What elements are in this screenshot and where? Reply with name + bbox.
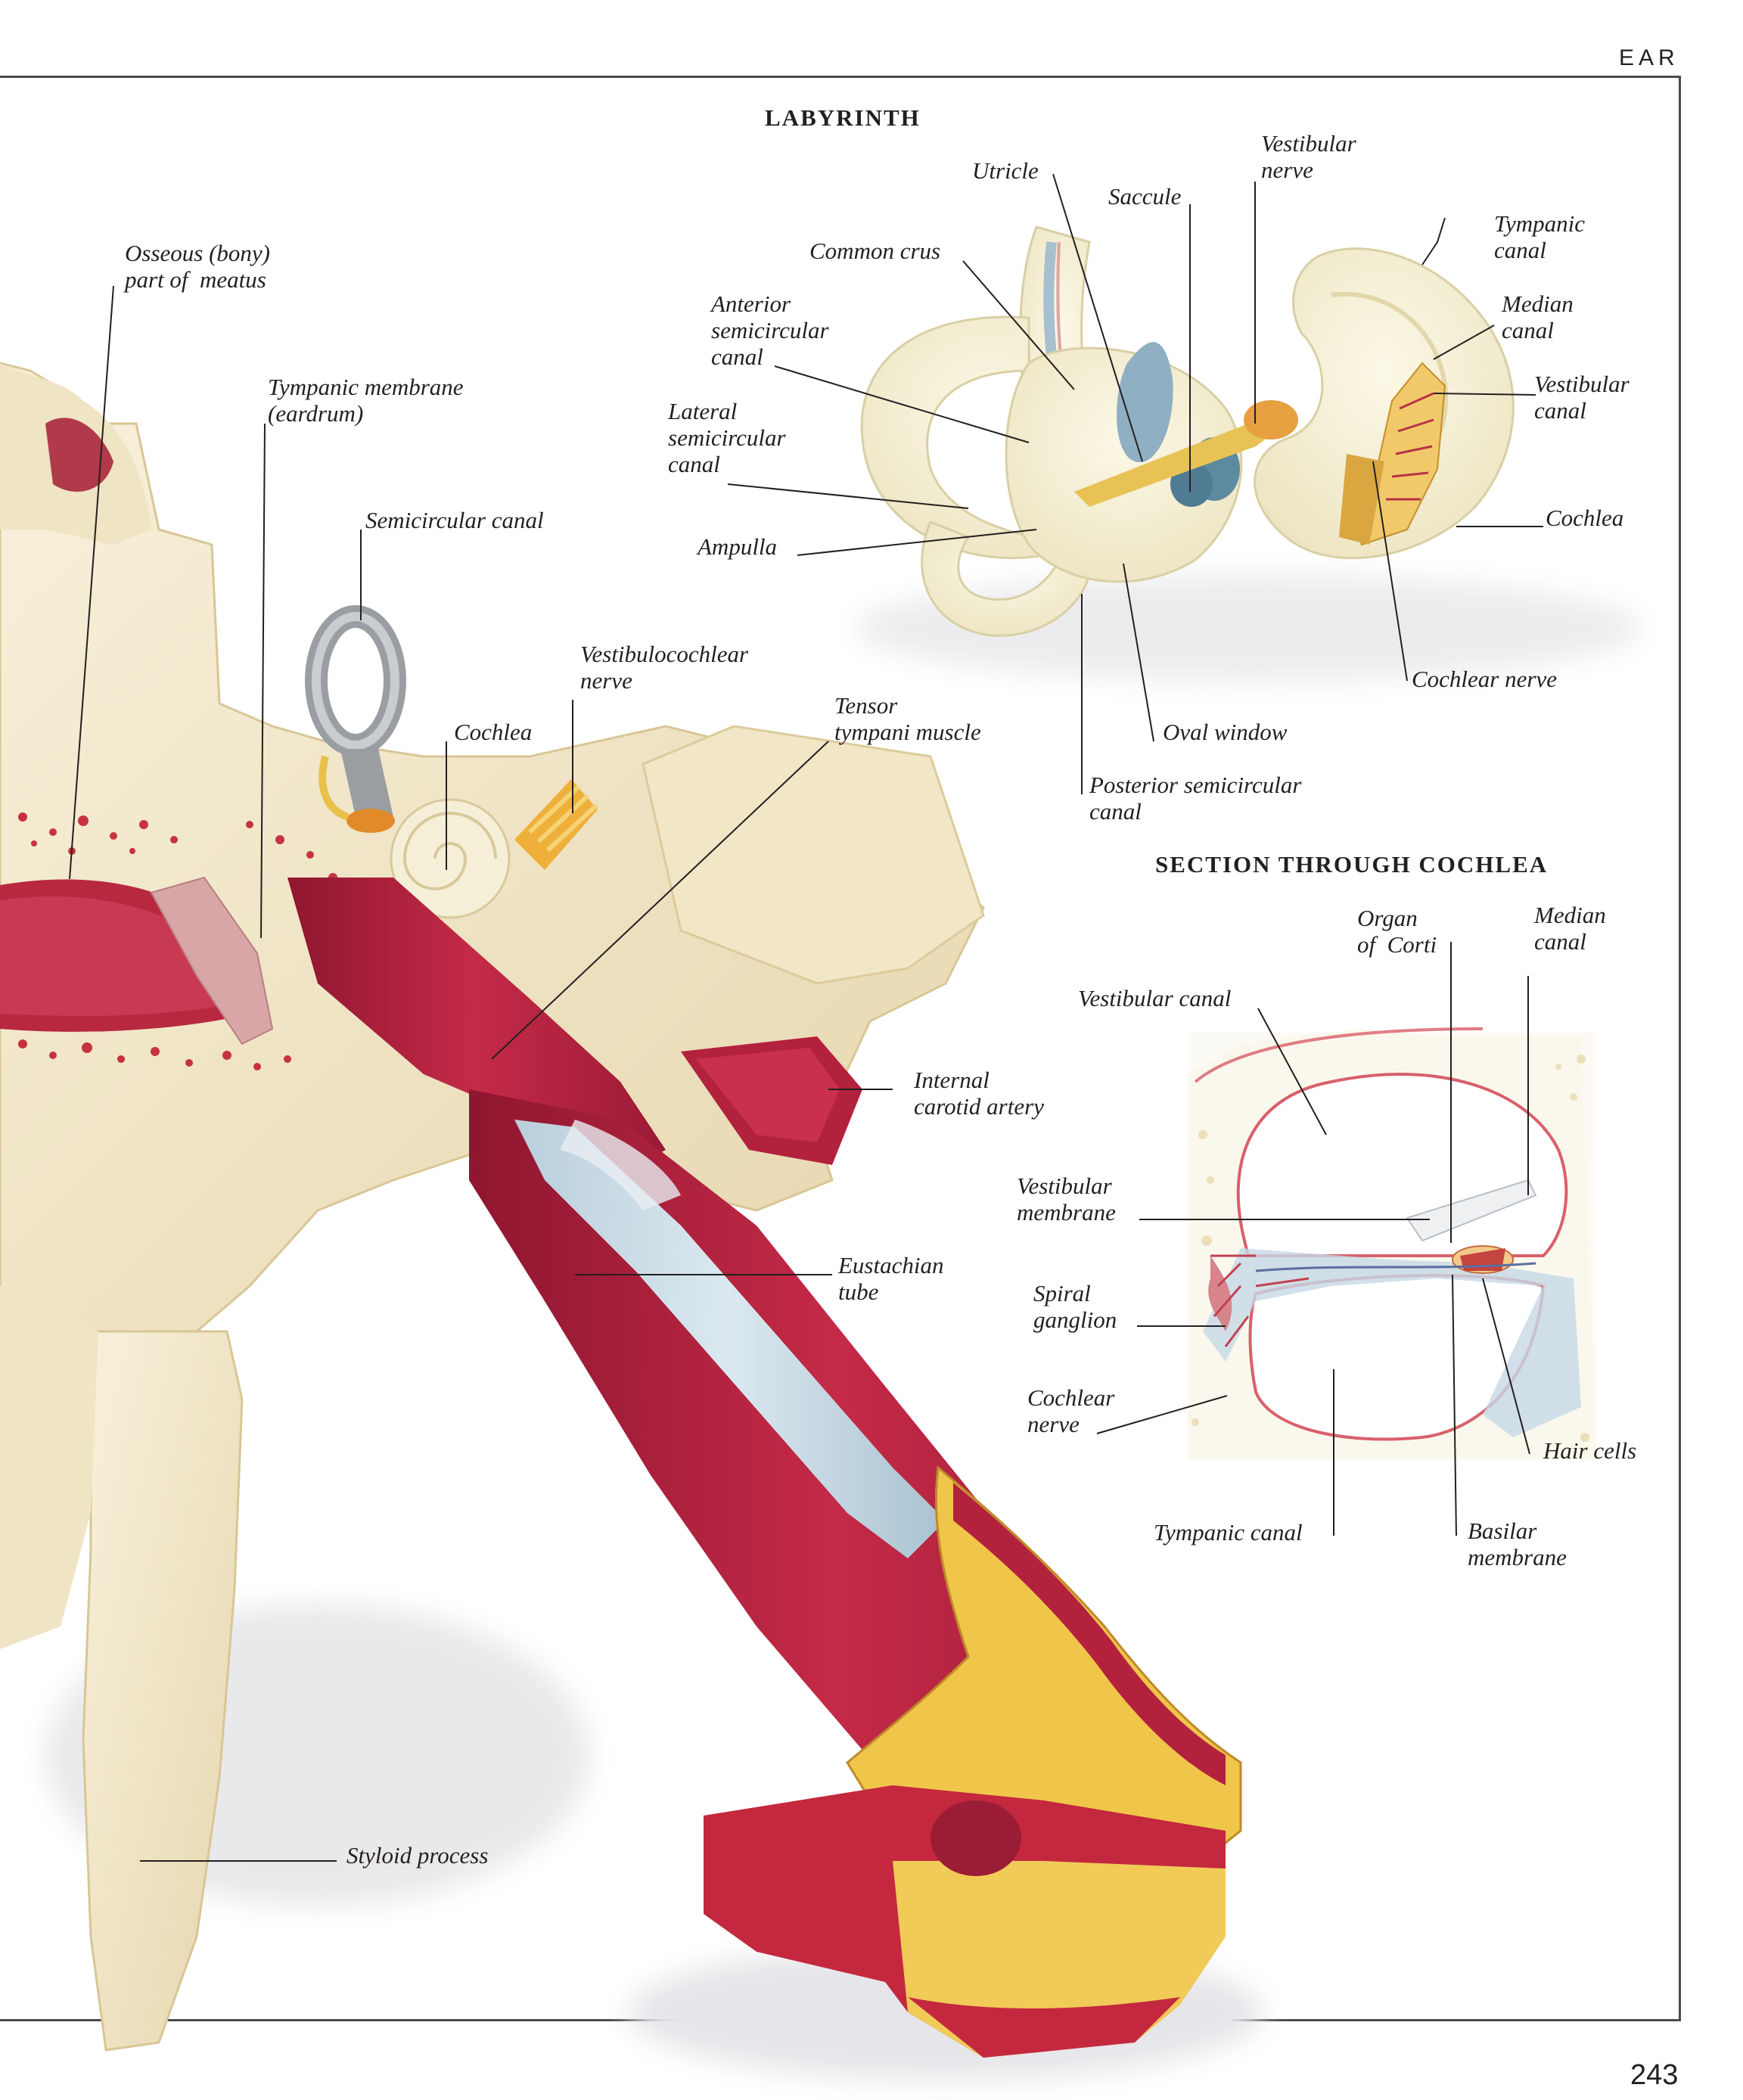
- label-styloid-process: Styloid process: [346, 1842, 489, 1869]
- label-vestibulocochlear-nerve: Vestibulocochlear nerve: [580, 641, 749, 694]
- label-hair-cells: Hair cells: [1543, 1437, 1637, 1464]
- label-lateral-semicircular: Lateral semicircular canal: [668, 398, 786, 477]
- label-cochlear-nerve-top: Cochlear nerve: [1412, 666, 1557, 692]
- label-median-canal-top: Median canal: [1502, 290, 1574, 343]
- main-model: [0, 362, 1263, 2080]
- label-cochlea: Cochlea: [454, 719, 533, 745]
- label-organ-of-corti: Organ of Corti: [1357, 905, 1437, 958]
- top-rule: [0, 76, 1681, 78]
- label-tympanic-canal-section: Tympanic canal: [1154, 1519, 1303, 1545]
- label-tympanic-membrane: Tympanic membrane (eardrum): [268, 374, 464, 427]
- label-vestibular-nerve: Vestibular nerve: [1261, 130, 1356, 183]
- label-median-canal-section: Median canal: [1534, 902, 1606, 955]
- label-posterior-semicircular: Posterior semicircular canal: [1089, 772, 1302, 825]
- label-tensor-tympani: Tensor tympani muscle: [834, 692, 981, 745]
- label-cochlear-nerve-section: Cochlear nerve: [1027, 1384, 1115, 1437]
- styloid: [82, 1330, 244, 2052]
- label-saccule: Saccule: [1108, 183, 1182, 210]
- label-vestibular-canal-section: Vestibular canal: [1078, 985, 1232, 1011]
- label-anterior-semicircular: Anterior semicircular canal: [711, 290, 829, 370]
- page-number: 243: [1630, 2059, 1679, 2091]
- label-osseous-meatus: Osseous (bony) part of meatus: [125, 240, 270, 293]
- label-spiral-ganglion: Spiral ganglion: [1033, 1280, 1117, 1333]
- label-basilar-membrane: Basilar membrane: [1468, 1518, 1567, 1570]
- right-rule: [1679, 76, 1681, 2021]
- eustachian-tube-lumen: [514, 1120, 946, 1558]
- label-semicircular-canal: Semicircular canal: [365, 507, 544, 533]
- tensor-tympani: [287, 878, 666, 1180]
- cochlea-section-drawing: [1188, 1027, 1596, 1460]
- labyrinth-model: [855, 225, 1642, 681]
- label-common-crus: Common crus: [809, 238, 941, 264]
- label-oval-window: Oval window: [1163, 719, 1288, 745]
- label-utricle: Utricle: [972, 157, 1039, 184]
- label-ampulla: Ampulla: [698, 533, 778, 560]
- section-label: EAR: [1619, 45, 1679, 70]
- label-eustachian-tube: Eustachian tube: [838, 1252, 944, 1305]
- labyrinth-heading: LABYRINTH: [765, 104, 921, 131]
- ossicle-loop: [305, 605, 406, 817]
- label-tympanic-canal-top: Tympanic canal: [1494, 210, 1585, 263]
- main-cochlea: [390, 798, 511, 919]
- bottom-rule-right: [1232, 2019, 1681, 2021]
- label-internal-carotid: Internal carotid artery: [914, 1067, 1044, 1120]
- leader-lines: [69, 173, 1543, 1862]
- label-vestibular-membrane: Vestibular membrane: [1017, 1173, 1116, 1226]
- bottom-rule-left: [0, 2019, 887, 2021]
- cochlea-section-heading: SECTION THROUGH COCHLEA: [1155, 851, 1549, 878]
- label-cochlea-labyrinth: Cochlea: [1546, 505, 1624, 531]
- label-vestibular-canal-top: Vestibular canal: [1534, 371, 1630, 424]
- nerve-bundle: [514, 779, 599, 870]
